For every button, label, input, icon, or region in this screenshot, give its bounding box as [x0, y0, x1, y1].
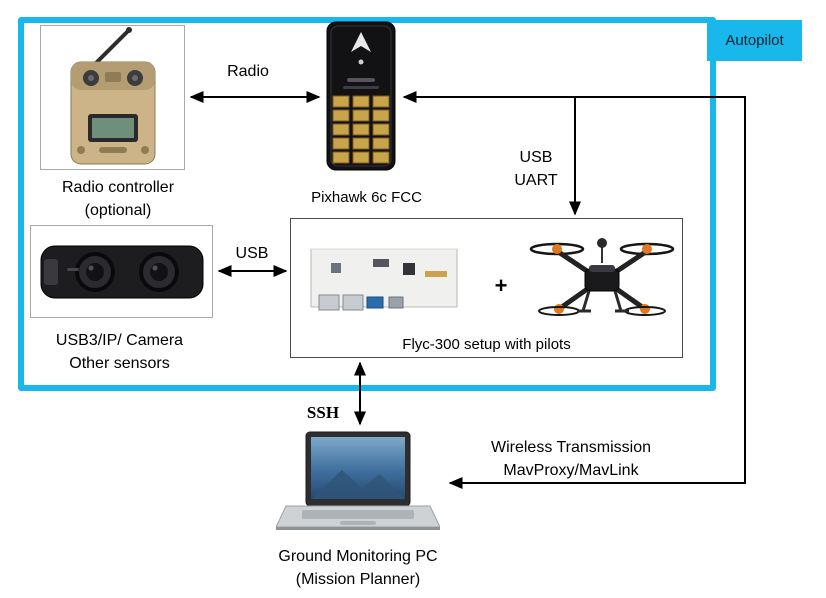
- pixhawk-label-text: Pixhawk 6c FCC: [311, 189, 422, 206]
- radio-controller-frame: [40, 25, 185, 170]
- ssh-link-label: SSH: [298, 401, 348, 424]
- flyc-label-text: Flyc-300 setup with pilots: [402, 336, 571, 353]
- ground-pc-label: Ground Monitoring PC (Mission Planner): [252, 545, 464, 591]
- usb-uart-line1: USB: [519, 149, 553, 166]
- pixhawk-label: Pixhawk 6c FCC: [299, 186, 434, 209]
- ground-pc-frame: [275, 430, 441, 534]
- ssh-link-text: SSH: [306, 403, 340, 422]
- radio-controller-label-line2: (optional): [84, 202, 152, 219]
- camera-label-line2: Other sensors: [69, 355, 170, 372]
- usb-uart-line2: UART: [514, 172, 558, 189]
- radio-controller-label: Radio controller (optional): [28, 176, 208, 222]
- radio-controller-image: [70, 27, 156, 165]
- usb-link-label: USB: [222, 242, 282, 265]
- flyc-box: + Flyc-300 setup with pilots: [290, 218, 683, 358]
- camera-label-line1: USB3/IP/ Camera: [55, 332, 184, 349]
- usb-link-text: USB: [235, 245, 269, 262]
- autopilot-badge-label: Autopilot: [725, 32, 784, 49]
- wireless-line2: MavProxy/MavLink: [503, 462, 639, 479]
- laptop-image: [275, 431, 441, 530]
- wireless-link-label: Wireless Transmission MavProxy/MavLink: [460, 436, 682, 482]
- ground-pc-label-line2: (Mission Planner): [295, 571, 421, 588]
- wireless-line1: Wireless Transmission: [490, 439, 652, 456]
- radio-link-label: Radio: [203, 60, 293, 83]
- usb-uart-label: USB UART: [500, 146, 572, 192]
- autopilot-badge: Autopilot: [707, 20, 802, 61]
- plus-sign: +: [494, 273, 508, 298]
- camera-frame: [30, 225, 213, 318]
- radio-controller-label-line1: Radio controller: [61, 179, 175, 196]
- ground-pc-label-line1: Ground Monitoring PC: [278, 548, 438, 565]
- radio-link-text: Radio: [227, 63, 269, 80]
- flyc-pcb-image: [310, 248, 458, 311]
- pixhawk-image: [326, 21, 396, 171]
- flyc-label: Flyc-300 setup with pilots: [291, 333, 682, 356]
- camera-label: USB3/IP/ Camera Other sensors: [22, 329, 217, 375]
- stereo-camera-image: [40, 245, 204, 299]
- pixhawk-frame: [323, 20, 399, 172]
- drone-image: [529, 238, 675, 316]
